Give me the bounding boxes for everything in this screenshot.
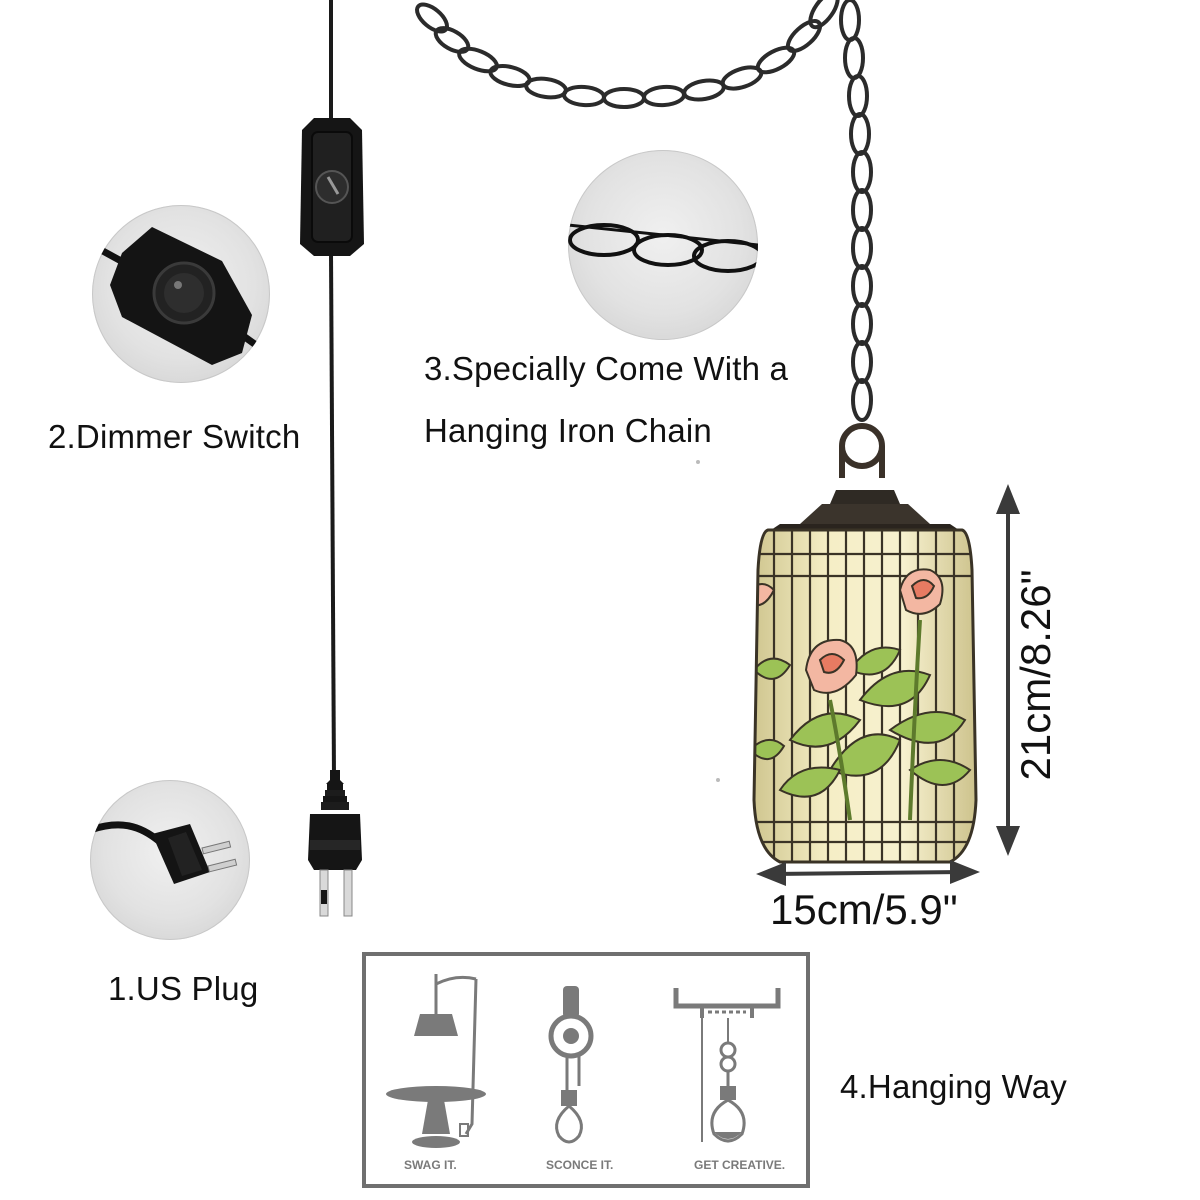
hanging-way-label: 4.Hanging Way bbox=[840, 1068, 1067, 1105]
chain-detail-circle bbox=[568, 150, 758, 340]
width-arrow bbox=[756, 860, 980, 886]
stained-glass-shade-icon bbox=[752, 490, 978, 864]
chain-label-line2: Hanging Iron Chain bbox=[424, 412, 712, 449]
dimmer-detail-circle bbox=[92, 205, 270, 383]
height-arrow bbox=[996, 484, 1020, 856]
creative-caption: GET CREATIVE. bbox=[694, 1158, 786, 1172]
width-dimension: 15cm/5.9" bbox=[770, 886, 958, 933]
sconce-caption: SCONCE IT. bbox=[546, 1158, 614, 1172]
swag-caption: SWAG IT. bbox=[404, 1158, 457, 1172]
hanging-way-panel: SWAG IT. SCONCE IT. GET CREATIVE. bbox=[362, 952, 810, 1188]
plug-detail-circle bbox=[90, 780, 250, 940]
creative-lamp-icon bbox=[673, 988, 781, 1143]
us-plug-label: 1.US Plug bbox=[108, 970, 259, 1007]
artifact-dot bbox=[716, 778, 720, 782]
artifact-dot bbox=[696, 460, 700, 464]
us-plug-icon bbox=[308, 770, 362, 917]
swag-lamp-icon bbox=[386, 974, 486, 1148]
plug-closeup-icon bbox=[90, 821, 238, 884]
dimmer-switch-label: 2.Dimmer Switch bbox=[48, 418, 301, 455]
sconce-lamp-icon bbox=[548, 986, 594, 1144]
chain-closeup-icon bbox=[568, 223, 758, 273]
chain-label-line1: 3.Specially Come With a bbox=[424, 350, 789, 387]
dimmer-switch-icon bbox=[300, 118, 364, 256]
height-dimension: 21cm/8.26" bbox=[1012, 569, 1059, 781]
